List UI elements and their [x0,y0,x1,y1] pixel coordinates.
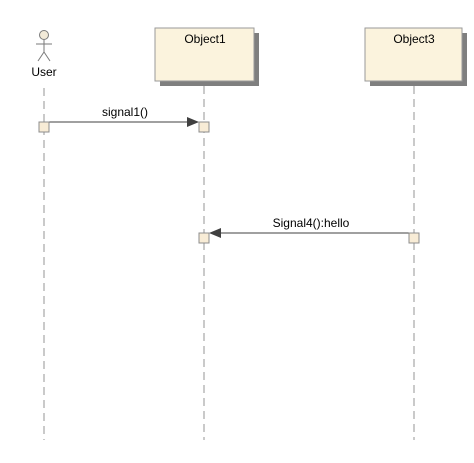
object1-label: Object1 [184,32,226,46]
actor-user[interactable]: User [31,30,57,80]
activation-user-1 [38,121,50,133]
activation-object3-1 [408,232,420,244]
message-signal4[interactable]: Signal4():hello [209,216,409,238]
object1-body [154,27,255,82]
object3-label: Object3 [393,32,435,46]
object3-box[interactable]: Object3 [364,27,467,86]
message-signal4-label: Signal4():hello [273,216,350,230]
activation-object1-2 [198,232,210,244]
stick-figure-icon [36,30,52,62]
object1-box[interactable]: Object1 [154,27,259,86]
object3-body [364,27,463,82]
message-signal1[interactable]: signal1() [49,105,199,127]
actor-user-label: User [31,65,56,79]
message-signal1-label: signal1() [102,105,148,119]
activation-object1-1 [198,121,210,133]
